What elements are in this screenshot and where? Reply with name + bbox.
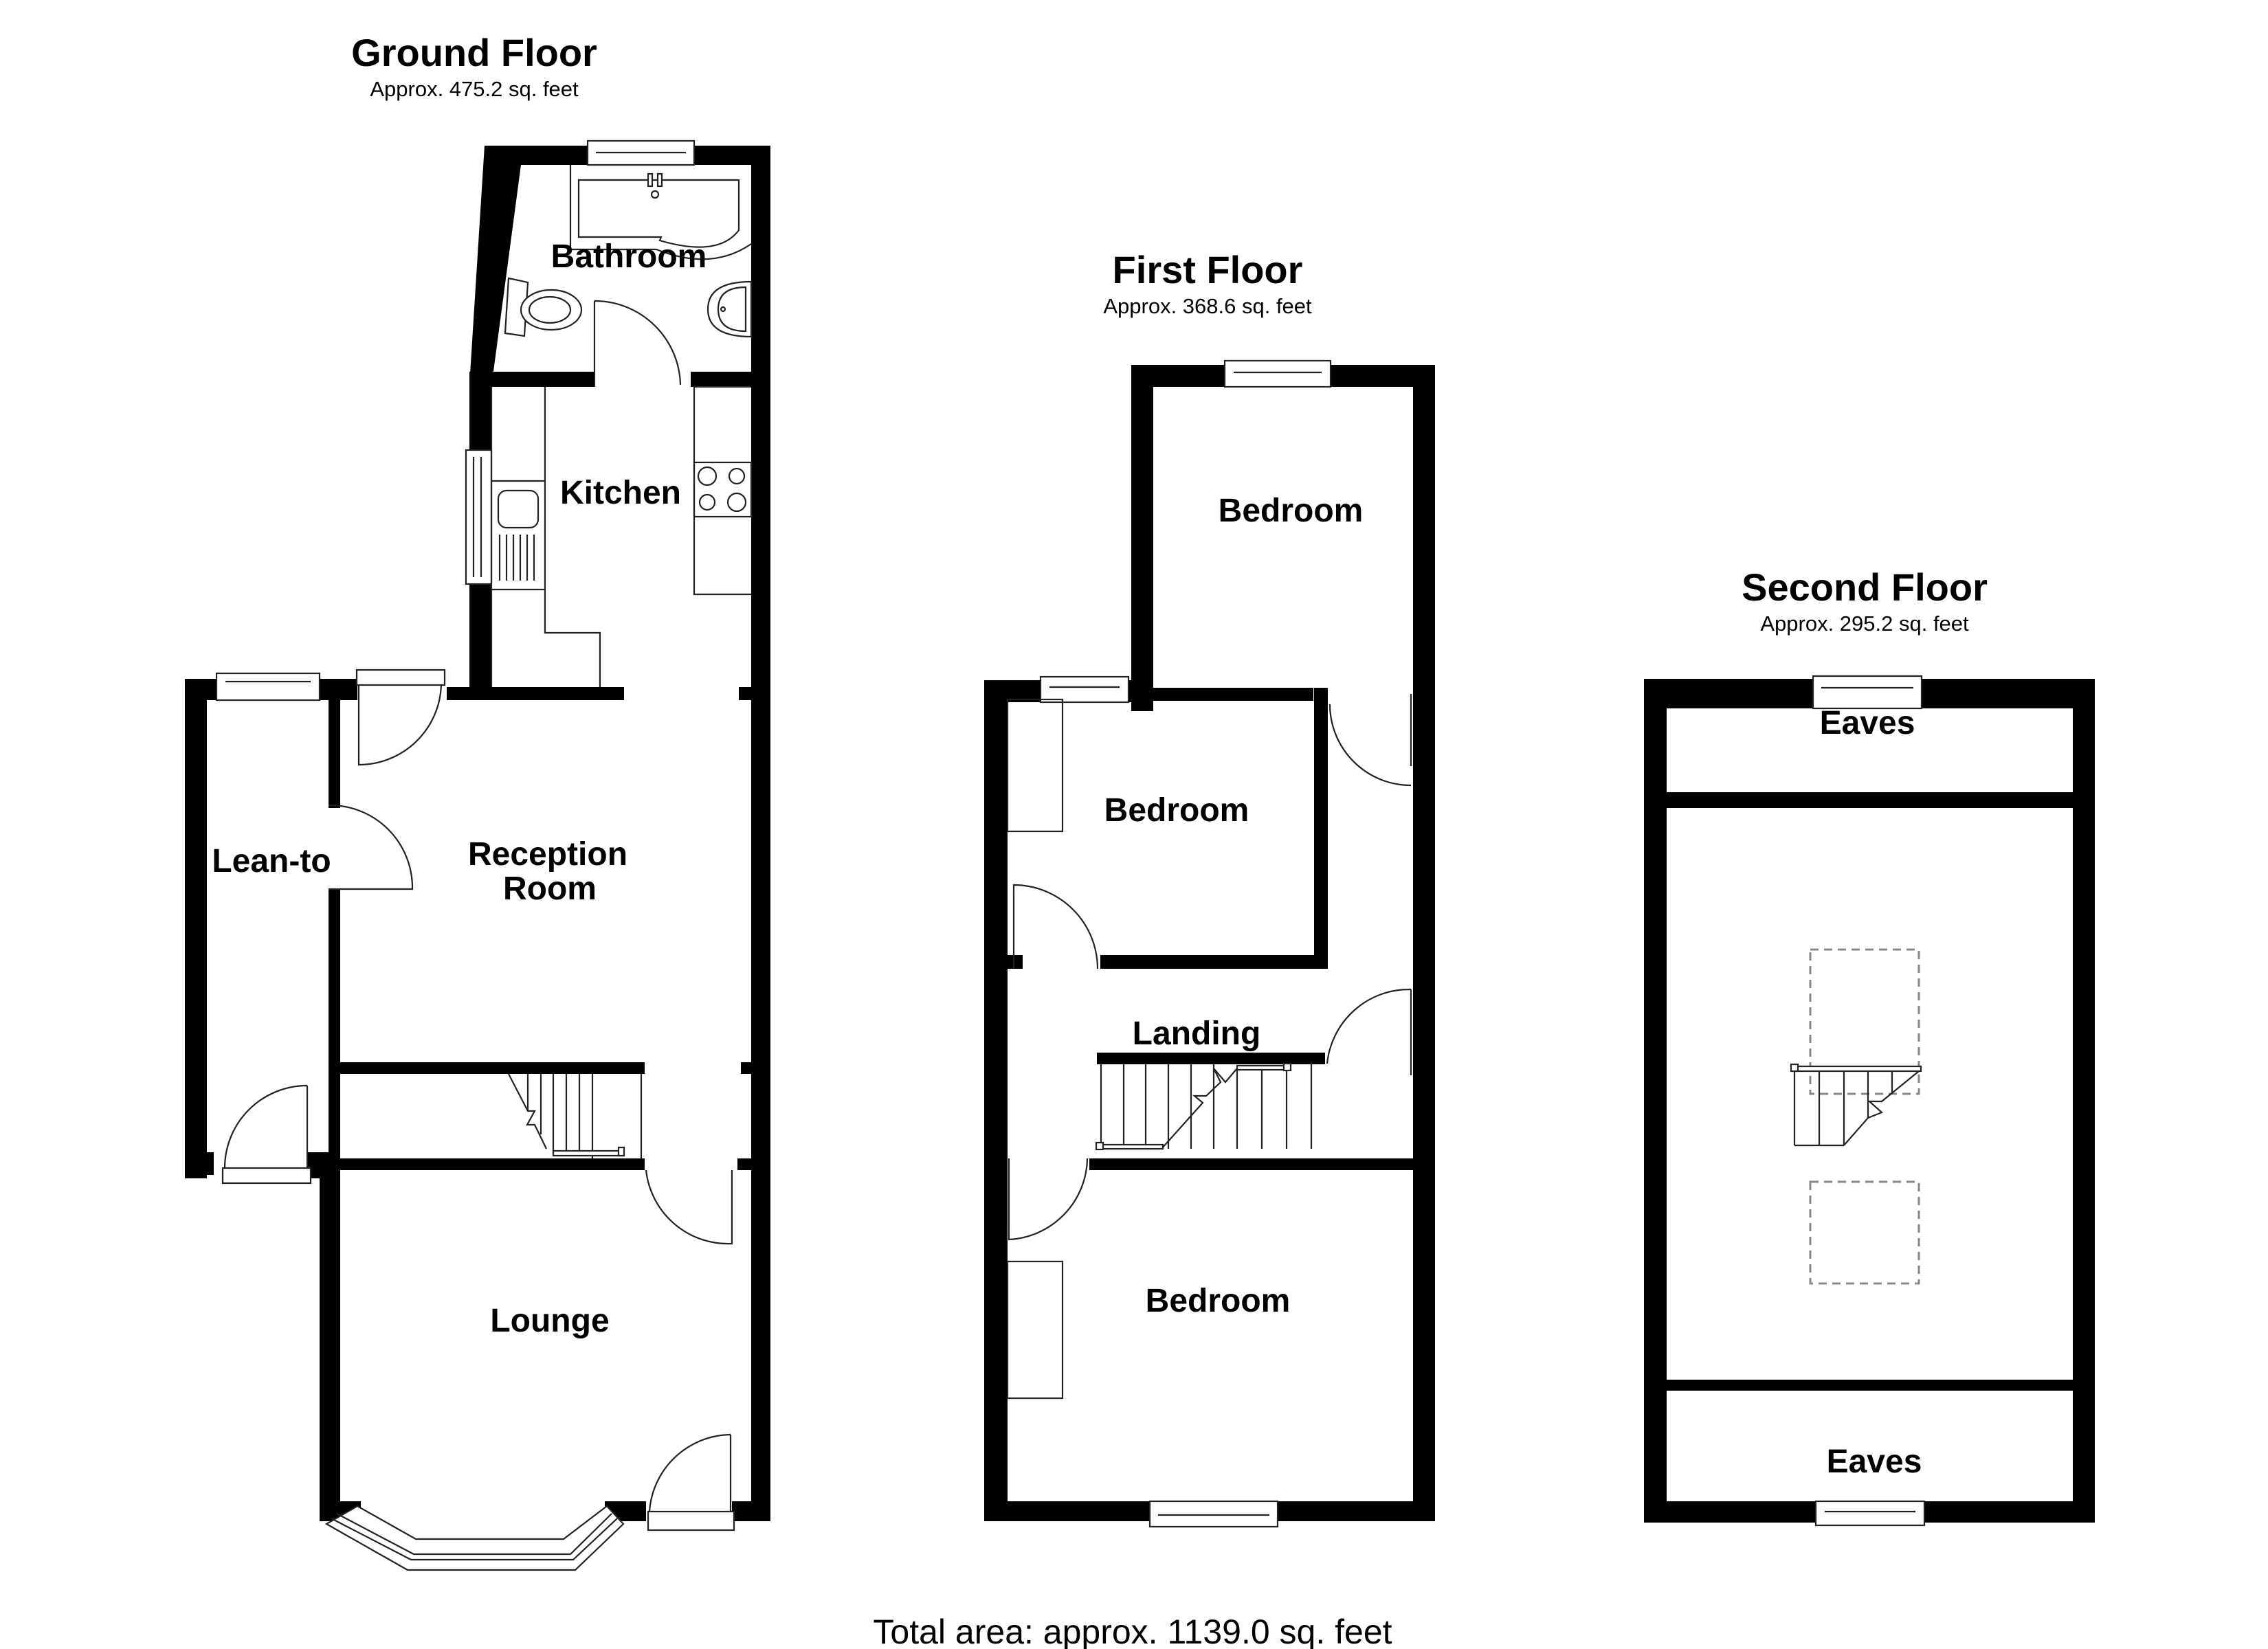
first-staircase-icon	[1095, 1062, 1313, 1151]
sink-icon	[497, 489, 540, 529]
second-floor-plan: Second Floor Approx. 295.2 sq. feet Eave…	[1644, 565, 2095, 1527]
landing-door	[1326, 988, 1412, 1064]
wardrobe-middle	[1006, 698, 1064, 833]
front-door-frame	[647, 1510, 735, 1532]
hob-icon	[693, 461, 753, 518]
stair-wall-bottom	[316, 1158, 645, 1170]
velux-rooflight-south	[1809, 1180, 1920, 1285]
lean-to-door	[328, 804, 414, 890]
room-label-lean-to: Lean-to	[212, 843, 331, 879]
lounge-west-wall	[320, 1158, 340, 1521]
back-door-frame	[355, 669, 446, 686]
kitchen-window	[465, 449, 493, 585]
landing-south-wall	[1089, 1158, 1435, 1170]
second-east-wall	[2073, 679, 2095, 1523]
front-door	[648, 1433, 732, 1512]
lean-to-partition-top	[329, 687, 340, 808]
middle-bedroom-window	[1039, 675, 1130, 704]
ground-floor-plan: Ground Floor Approx. 475.2 sq. feet	[185, 31, 770, 1571]
middle-bedroom-east-wall	[1314, 688, 1328, 969]
lean-to-west-wall	[185, 679, 207, 1178]
bath-icon	[577, 179, 740, 248]
bath-kitchen-wall-right	[691, 372, 753, 387]
kitchen-counter-left	[490, 387, 601, 687]
eaves-north-partition	[1667, 792, 2073, 808]
stair-wall-top	[340, 1062, 645, 1074]
room-label-bedroom-2: Bedroom	[1104, 792, 1249, 829]
drainer	[498, 535, 535, 581]
ground-floor-area: Approx. 475.2 sq. feet	[370, 77, 579, 101]
second-floor-title: Second Floor	[1742, 565, 1988, 609]
room-label-kitchen: Kitchen	[560, 475, 681, 511]
middle-bedroom-south-wall	[1100, 955, 1328, 969]
room-label-lounge: Lounge	[490, 1303, 609, 1339]
second-west-wall	[1644, 679, 1667, 1523]
second-staircase-icon	[1790, 1063, 1922, 1147]
eaves-south-partition	[1667, 1380, 2073, 1391]
wardrobe-front	[1006, 1260, 1064, 1400]
middle-bedroom-door	[1012, 884, 1099, 969]
first-floor-title: First Floor	[1113, 248, 1303, 291]
bathroom-door	[593, 300, 682, 387]
back-door	[357, 684, 443, 766]
front-bedroom-window	[1148, 1500, 1279, 1528]
bathroom-wall-top-left	[469, 146, 770, 387]
bay-window	[324, 1505, 625, 1571]
room-label-bedroom-1: Bedroom	[1219, 493, 1364, 529]
lean-to-partition-bottom	[329, 890, 340, 1178]
first-east-wall	[1413, 365, 1435, 1521]
bath-outline	[569, 165, 752, 260]
ground-floor-title: Ground Floor	[351, 31, 597, 74]
room-label-eaves-south: Eaves	[1827, 1444, 1922, 1480]
toilet-icon	[504, 277, 583, 337]
landing-stair-wall	[1097, 1053, 1325, 1064]
room-label-room: Room	[503, 871, 597, 907]
ground-staircase-icon	[508, 1073, 643, 1158]
eaves-north-window	[1812, 675, 1923, 710]
lean-to-outer-door-frame	[221, 1167, 312, 1185]
velux-rooflight-north	[1809, 948, 1920, 1095]
hall-door	[645, 1169, 733, 1245]
kitchen-counter-right	[693, 385, 751, 596]
room-label-eaves-north: Eaves	[1820, 705, 1915, 741]
top-bedroom-west-wall	[1131, 365, 1153, 711]
lean-to-outer-door	[223, 1084, 309, 1169]
front-bedroom-door	[1008, 1158, 1089, 1241]
lean-to-window	[215, 672, 321, 702]
basin-icon	[707, 280, 753, 338]
first-floor-plan: First Floor Approx. 368.6 sq. feet Bedro…	[984, 248, 1435, 1528]
eaves-south-window	[1814, 1500, 1926, 1527]
room-label-bedroom-3: Bedroom	[1146, 1283, 1291, 1319]
top-bedroom-door	[1328, 704, 1412, 787]
total-area: Total area: approx. 1139.0 sq. feet	[873, 1613, 1392, 1649]
room-label-landing: Landing	[1133, 1016, 1261, 1052]
first-floor-area: Approx. 368.6 sq. feet	[1103, 294, 1312, 318]
first-west-wall	[984, 680, 1008, 1521]
top-bedroom-window	[1223, 359, 1332, 388]
east-wall	[751, 146, 770, 1520]
second-floor-area: Approx. 295.2 sq. feet	[1760, 612, 1969, 636]
room-label-reception: Reception	[468, 836, 627, 873]
kitchen-reception-wall	[447, 687, 624, 700]
bath-kitchen-wall-left	[491, 372, 594, 387]
room-label-bathroom: Bathroom	[551, 238, 707, 275]
